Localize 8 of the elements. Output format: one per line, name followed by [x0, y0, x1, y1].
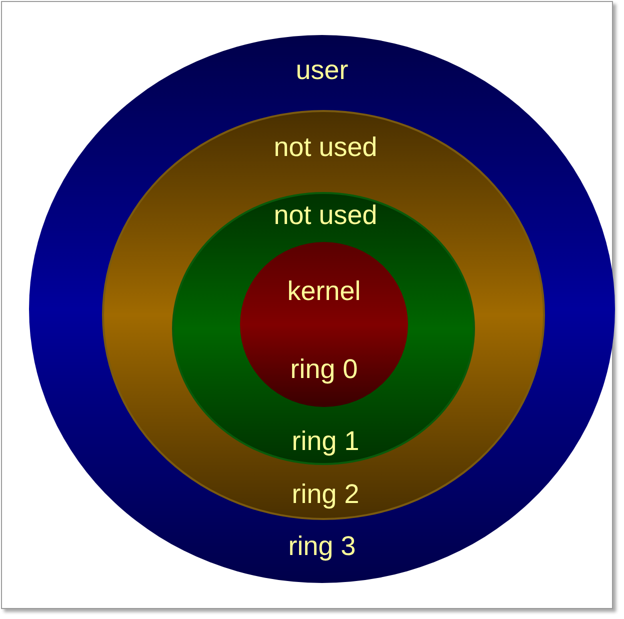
- ring-label: not used: [272, 132, 378, 162]
- ring-label: ring 0: [289, 354, 359, 384]
- ring-label: kernel: [286, 276, 362, 306]
- ring-label: not used: [272, 200, 378, 230]
- ring-label: ring 1: [290, 426, 360, 456]
- ring-label: ring 3: [287, 531, 357, 561]
- ring-label: user: [294, 55, 350, 85]
- ring-label: ring 2: [290, 479, 360, 509]
